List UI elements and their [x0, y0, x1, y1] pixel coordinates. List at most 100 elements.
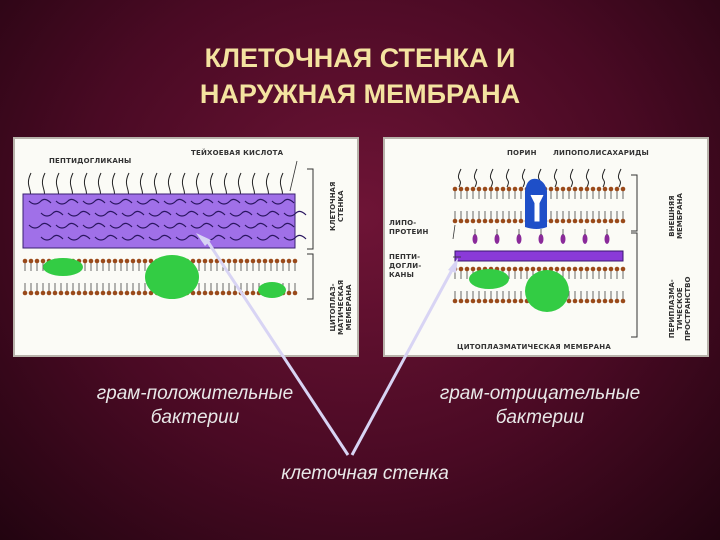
lipid-head [554, 186, 560, 192]
lipid-head [518, 218, 524, 224]
lipid-head [124, 290, 130, 296]
lipid-head [262, 258, 268, 264]
strand [505, 168, 510, 188]
lipid-head [536, 266, 542, 272]
title-line-2: НАРУЖНАЯ МЕМБРАНА [199, 79, 521, 109]
lipid-head [470, 186, 476, 192]
lipid-head [220, 290, 226, 296]
strand [617, 168, 622, 188]
lipid-head [518, 266, 524, 272]
mesh-strand [136, 222, 160, 229]
lipid-head [560, 218, 566, 224]
lipid-head [452, 298, 458, 304]
lipid-head [452, 218, 458, 224]
gram-negative-drawing [452, 168, 638, 338]
lipid-head [452, 186, 458, 192]
mesh-strand [256, 234, 280, 241]
lipid-head [226, 258, 232, 264]
lipid-head [82, 290, 88, 296]
lipid-head [488, 298, 494, 304]
lipopolysaccharide-strands [457, 168, 622, 188]
lipid-head [142, 258, 148, 264]
mesh-strand [163, 198, 187, 205]
outer-membrane-bracket [631, 174, 638, 232]
lipid-head [596, 218, 602, 224]
strand [457, 168, 462, 188]
lipid-head [286, 290, 292, 296]
lipid-head [28, 258, 34, 264]
lipid-head [578, 298, 584, 304]
lipid-head [58, 290, 64, 296]
lipid-head [118, 290, 124, 296]
lipid-head [512, 266, 518, 272]
mesh-strand [28, 198, 52, 205]
lipid-head [214, 290, 220, 296]
lipid-head [208, 258, 214, 264]
mesh-strand [55, 198, 79, 205]
mesh-strand [163, 222, 187, 229]
lipid-head [202, 258, 208, 264]
lipoprotein [582, 234, 588, 244]
lipid-head [100, 258, 106, 264]
membrane-protein [145, 255, 199, 299]
mesh-strand [94, 210, 118, 217]
strand [601, 168, 606, 188]
peptidoglycan-mesh [28, 198, 307, 241]
lipid-head [488, 218, 494, 224]
lipid-head [572, 218, 578, 224]
lipid-head [476, 186, 482, 192]
lipid-head [94, 290, 100, 296]
lipid-head [614, 186, 620, 192]
lipid-head [584, 186, 590, 192]
lipid-head [602, 266, 608, 272]
lipid-head [136, 258, 142, 264]
lipid-head [602, 218, 608, 224]
lipid-head [34, 258, 40, 264]
mesh-strand [94, 234, 118, 241]
arrow-right [350, 269, 454, 456]
lipid-head [602, 298, 608, 304]
mesh-strand [148, 210, 172, 217]
strand [553, 168, 558, 188]
lipid-head [130, 258, 136, 264]
lipid-head [608, 298, 614, 304]
mesh-strand [190, 222, 214, 229]
mesh-strand [121, 210, 145, 217]
lipid-head [256, 258, 262, 264]
lipid-head [560, 186, 566, 192]
strand [521, 168, 526, 188]
lipid-head [238, 258, 244, 264]
lipoprotein [516, 234, 522, 244]
arrow-left [206, 241, 350, 456]
periplasm-bracket [631, 232, 638, 338]
lipid-head [458, 266, 464, 272]
lipid-head [76, 290, 82, 296]
lipoprotein [604, 234, 610, 244]
lipid-head [494, 186, 500, 192]
lipid-head [500, 298, 506, 304]
lipid-head [578, 266, 584, 272]
mesh-strand [190, 198, 214, 205]
lipid-head [40, 258, 46, 264]
lipid-head [52, 290, 58, 296]
lipid-head [464, 218, 470, 224]
lipid-head [470, 266, 476, 272]
lipid-head [464, 266, 470, 272]
lipid-head [608, 186, 614, 192]
lipid-head [88, 290, 94, 296]
lipoprotein [494, 234, 500, 244]
caption-cell-wall: клеточная стенка [281, 463, 449, 484]
lipid-head [482, 218, 488, 224]
lipid-head [512, 186, 518, 192]
lipid-head [578, 218, 584, 224]
lipid-head [614, 298, 620, 304]
lipid-head [500, 218, 506, 224]
mesh-strand [244, 222, 268, 229]
mesh-strand [256, 210, 280, 217]
title-line-1: КЛЕТОЧНАЯ СТЕНКА И [204, 43, 516, 73]
lipid-head [572, 266, 578, 272]
lipid-head [572, 298, 578, 304]
strand [473, 168, 478, 188]
lipid-head [244, 258, 250, 264]
lipid-head [22, 290, 28, 296]
